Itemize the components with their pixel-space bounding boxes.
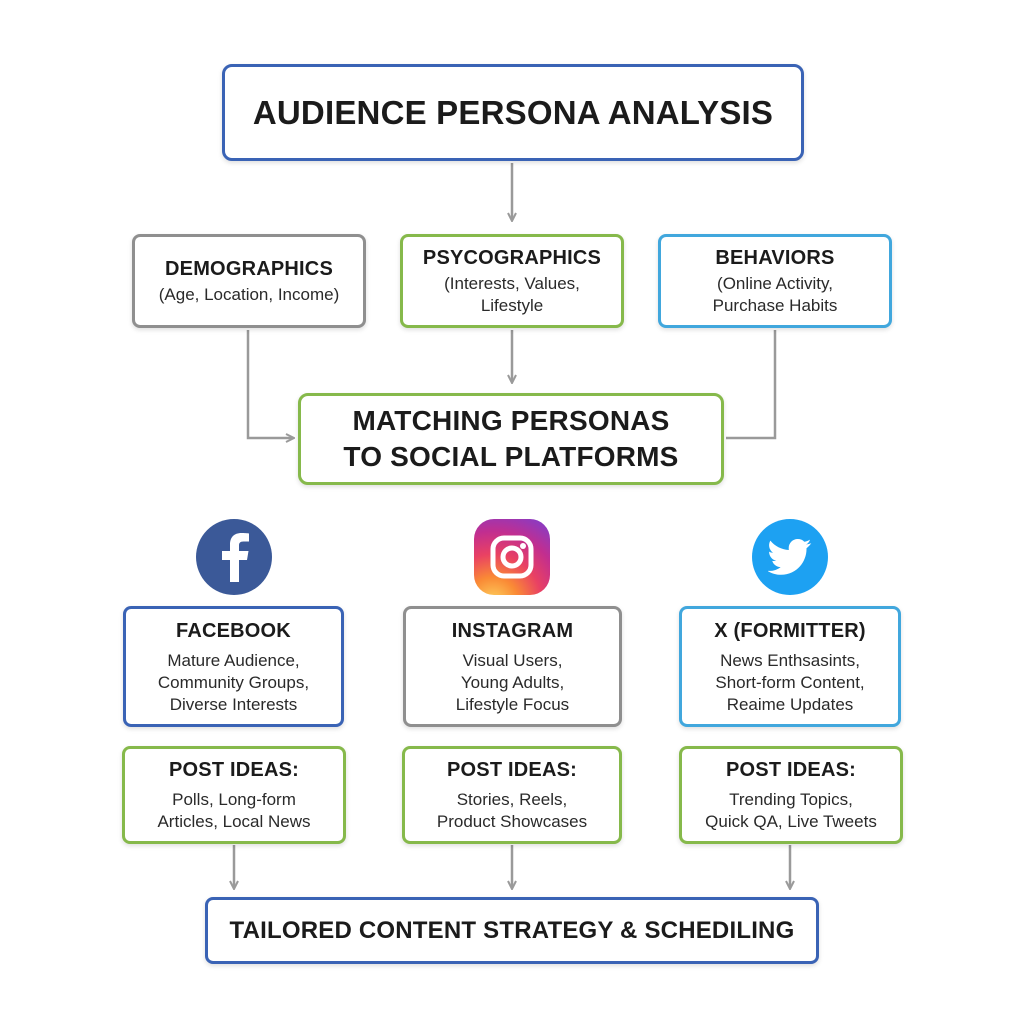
instagram-name: INSTAGRAM (451, 619, 574, 642)
instagram-post-ideas-box: POST IDEAS: Stories, Reels, Product Show… (402, 746, 622, 844)
x-name: X (FORMITTER) (714, 619, 866, 642)
matching-line-2: TO SOCIAL PLATFORMS (343, 441, 679, 472)
x-post-ideas-heading: POST IDEAS: (726, 759, 856, 781)
instagram-box: INSTAGRAM Visual Users, Young Adults, Li… (403, 606, 622, 727)
psycographics-heading: PSYCOGRAPHICS (422, 247, 602, 269)
facebook-detail-line-3: Diverse Interests (169, 694, 298, 714)
strategy-title: TAILORED CONTENT STRATEGY & SCHEDILING (229, 916, 795, 944)
facebook-detail-line-1: Mature Audience, (167, 650, 300, 670)
matching-line-1: MATCHING PERSONAS (352, 405, 670, 436)
facebook-post-ideas-line-1: Polls, Long-form (172, 790, 296, 809)
facebook-name: FACEBOOK (176, 619, 291, 642)
matching-box: MATCHING PERSONAS TO SOCIAL PLATFORMS (298, 393, 724, 485)
facebook-post-ideas-line-2: Articles, Local News (157, 812, 311, 831)
instagram-post-ideas-line-2: Product Showcases (436, 812, 588, 831)
facebook-post-ideas-heading: POST IDEAS: (169, 759, 299, 781)
x-detail-line-1: News Enthsasints, (720, 650, 860, 670)
facebook-icon (196, 519, 272, 595)
instagram-post-ideas-line-1: Stories, Reels, (456, 790, 568, 809)
facebook-detail-line-2: Community Groups, (157, 672, 310, 692)
demographics-heading: DEMOGRAPHICS (165, 258, 333, 280)
demographics-detail: (Age, Location, Income) (158, 285, 340, 304)
psycographics-detail-line-1: (Interests, Values, (444, 274, 580, 293)
x-detail-line-3: Reaime Updates (726, 694, 854, 714)
instagram-post-ideas-heading: POST IDEAS: (447, 759, 577, 781)
diagram-title: AUDIENCE PERSONA ANALYSIS (252, 93, 774, 131)
psycographics-detail-line-2: Lifestyle (480, 296, 544, 315)
facebook-box: FACEBOOK Mature Audience, Community Grou… (123, 606, 344, 727)
twitter-bird-icon (752, 519, 828, 595)
instagram-detail-line-2: Young Adults, (460, 672, 565, 692)
x-post-ideas-line-1: Trending Topics, (729, 790, 853, 809)
behaviors-box: BEHAVIORS (Online Activity, Purchase Hab… (658, 234, 892, 328)
instagram-detail-line-1: Visual Users, (462, 650, 563, 670)
psycographics-box: PSYCOGRAPHICS (Interests, Values, Lifest… (400, 234, 624, 328)
facebook-post-ideas-box: POST IDEAS: Polls, Long-form Articles, L… (122, 746, 346, 844)
connector-demographics-to-matching (246, 330, 293, 438)
behaviors-heading: BEHAVIORS (715, 247, 835, 269)
instagram-icon (474, 519, 550, 595)
x-box: X (FORMITTER) News Enthsasints, Short-fo… (679, 606, 901, 727)
strategy-box: TAILORED CONTENT STRATEGY & SCHEDILING (205, 897, 819, 964)
title-box: AUDIENCE PERSONA ANALYSIS (222, 64, 804, 161)
x-post-ideas-box: POST IDEAS: Trending Topics, Quick QA, L… (679, 746, 903, 844)
instagram-detail-line-3: Lifestyle Focus (455, 694, 570, 714)
demographics-box: DEMOGRAPHICS (Age, Location, Income) (132, 234, 366, 328)
behaviors-detail-line-2: Purchase Habits (712, 296, 838, 315)
x-post-ideas-line-2: Quick QA, Live Tweets (705, 812, 877, 831)
behaviors-detail-line-1: (Online Activity, (717, 274, 833, 293)
x-detail-line-2: Short-form Content, (715, 672, 865, 692)
connector-behaviors-to-matching (726, 330, 777, 440)
